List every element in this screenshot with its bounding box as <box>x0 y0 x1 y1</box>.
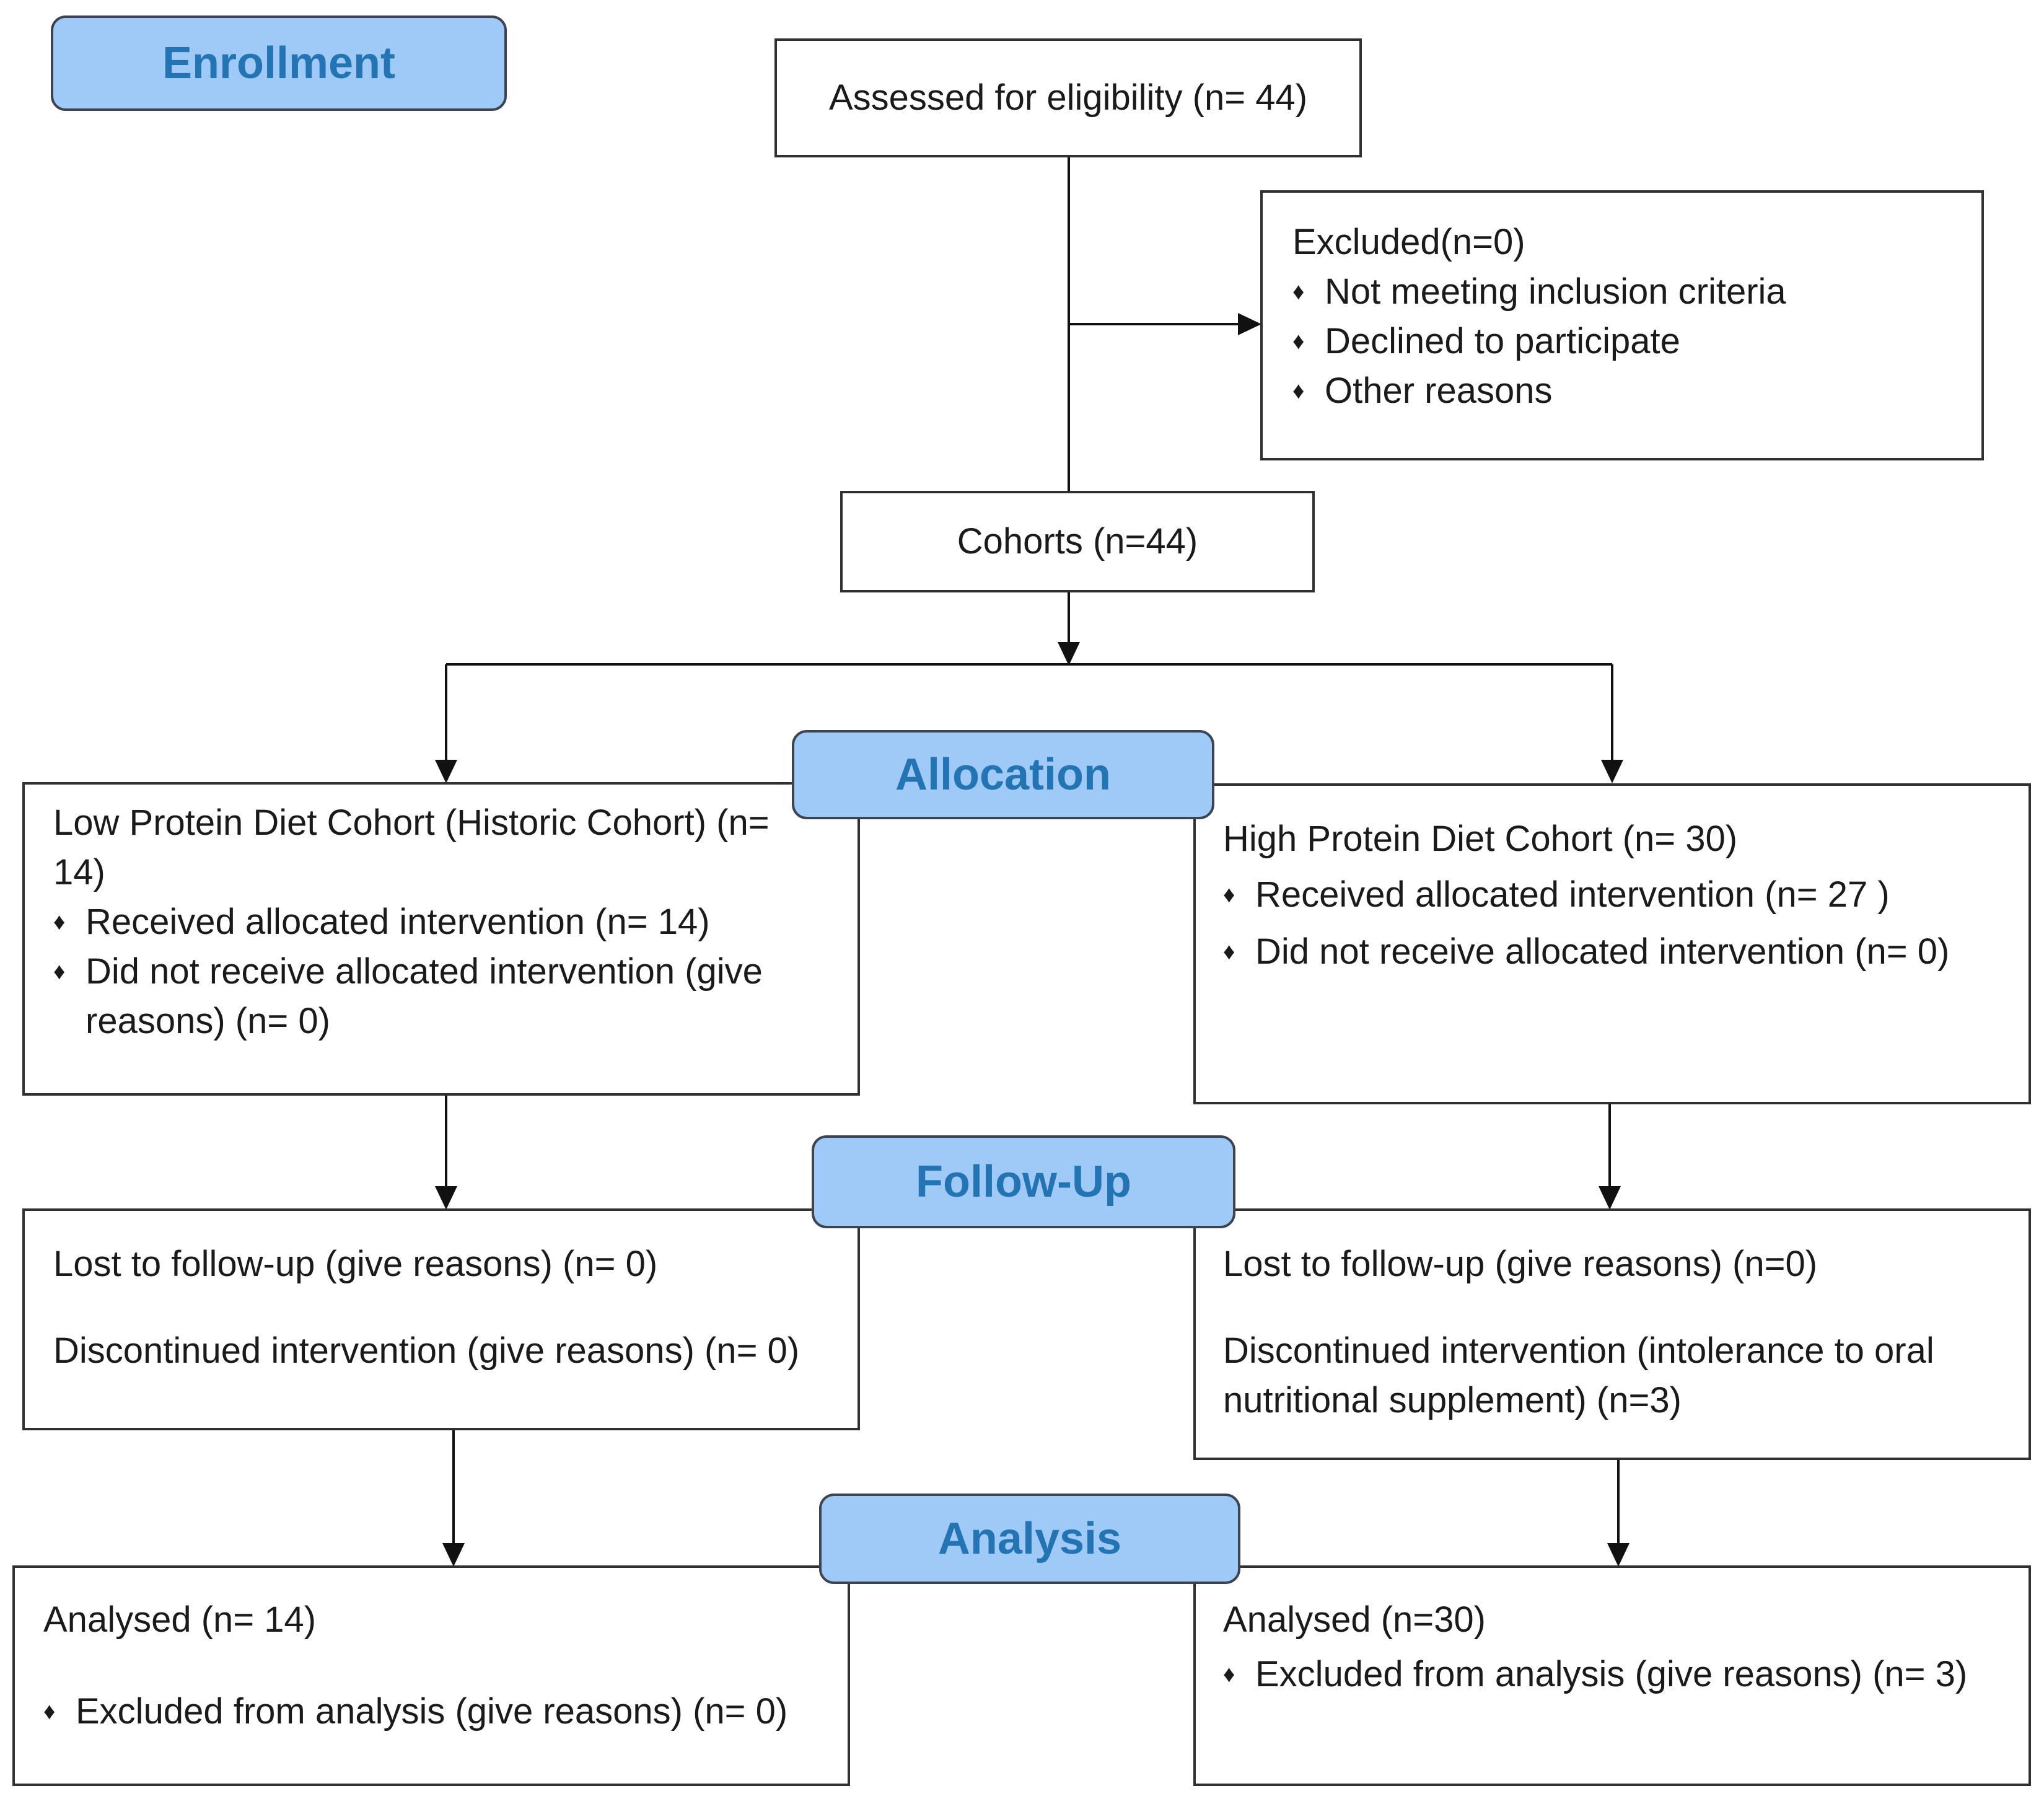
stage-label-text: Analysis <box>937 1514 1122 1564</box>
high-analysis-excluded: Excluded from analysis (give reasons) (n… <box>1255 1654 1968 1694</box>
low-analysis-analysed: Analysed (n= 14) <box>43 1599 317 1640</box>
list-item: ♦ Declined to participate <box>1292 317 1981 366</box>
high-followup-lost: Lost to follow-up (give reasons) (n=0) <box>1223 1244 1818 1284</box>
low-protein-box: Low Protein Diet Cohort (Historic Cohort… <box>22 782 860 1096</box>
cohorts-text: Cohorts (n=44) <box>957 521 1198 561</box>
excluded-box: Excluded(n=0) ♦ Not meeting inclusion cr… <box>1260 190 1984 460</box>
stage-label-follow-up: Follow-Up <box>812 1135 1235 1228</box>
low-followup-discontinued: Discontinued intervention (give reasons)… <box>53 1331 800 1371</box>
excluded-item: Declined to participate <box>1325 321 1680 361</box>
low-analysis-excluded: Excluded from analysis (give reasons) (n… <box>76 1691 788 1731</box>
cohorts-box: Cohorts (n=44) <box>840 491 1315 592</box>
list-item: ♦ Excluded from analysis (give reasons) … <box>43 1687 848 1736</box>
low-followup-lost: Lost to follow-up (give reasons) (n= 0) <box>53 1244 658 1284</box>
high-analysis-box: Analysed (n=30) ♦ Excluded from analysis… <box>1193 1565 2031 1786</box>
low-analysis-box: Analysed (n= 14) ♦ Excluded from analysi… <box>12 1565 850 1786</box>
arrow-to-excluded <box>1238 313 1261 335</box>
low-protein-title: Low Protein Diet Cohort (Historic Cohort… <box>53 803 770 892</box>
list-item: ♦ Excluded from analysis (give reasons) … <box>1223 1650 2029 1699</box>
list-item: ♦ Did not receive allocated intervention… <box>1223 927 2029 977</box>
diamond-bullet-icon: ♦ <box>53 959 66 985</box>
diamond-bullet-icon: ♦ <box>1223 1661 1235 1687</box>
high-followup-discontinued: Discontinued intervention (intolerance t… <box>1223 1331 1934 1420</box>
stage-label-text: Follow-Up <box>916 1157 1131 1207</box>
list-item: ♦ Did not receive allocated intervention… <box>53 947 789 1046</box>
list-item: ♦ Received allocated intervention (n= 27… <box>1223 870 2029 920</box>
assessed-box: Assessed for eligibility (n= 44) <box>774 38 1362 157</box>
arrow-to-low-followup <box>435 1186 457 1210</box>
stage-label-text: Allocation <box>895 750 1111 799</box>
stage-label-analysis: Analysis <box>819 1494 1240 1584</box>
list-item: ♦ Not meeting inclusion criteria <box>1292 267 1981 317</box>
high-protein-title: High Protein Diet Cohort (n= 30) <box>1223 819 1738 859</box>
excluded-item: Not meeting inclusion criteria <box>1325 271 1786 312</box>
list-item: ♦ Other reasons <box>1292 366 1981 416</box>
diamond-bullet-icon: ♦ <box>1223 939 1235 965</box>
high-protein-item: Did not receive allocated intervention (… <box>1255 931 1950 972</box>
excluded-title: Excluded(n=0) <box>1292 222 1525 262</box>
assessed-text: Assessed for eligibility (n= 44) <box>828 77 1308 118</box>
stage-label-allocation: Allocation <box>792 730 1214 819</box>
diamond-bullet-icon: ♦ <box>43 1699 56 1725</box>
low-protein-item: Did not receive allocated intervention (… <box>86 951 763 1041</box>
high-followup-box: Lost to follow-up (give reasons) (n=0) D… <box>1193 1208 2031 1460</box>
stage-label-enrollment: Enrollment <box>51 15 507 111</box>
stage-label-text: Enrollment <box>162 38 396 88</box>
diamond-bullet-icon: ♦ <box>1292 279 1305 305</box>
arrow-cohorts-split <box>1058 642 1080 666</box>
arrow-to-high-analysis <box>1607 1543 1629 1567</box>
arrow-to-high-followup <box>1599 1186 1621 1210</box>
low-protein-item: Received allocated intervention (n= 14) <box>86 902 710 942</box>
excluded-item: Other reasons <box>1325 371 1553 411</box>
low-followup-box: Lost to follow-up (give reasons) (n= 0) … <box>22 1208 860 1430</box>
diamond-bullet-icon: ♦ <box>1292 378 1305 404</box>
arrow-to-high-protein <box>1601 760 1623 783</box>
arrow-to-low-analysis <box>442 1543 465 1567</box>
diamond-bullet-icon: ♦ <box>53 909 66 935</box>
arrow-to-low-protein <box>435 760 457 783</box>
diamond-bullet-icon: ♦ <box>1292 328 1305 354</box>
diamond-bullet-icon: ♦ <box>1223 882 1235 908</box>
high-protein-box: High Protein Diet Cohort (n= 30) ♦ Recei… <box>1193 783 2031 1104</box>
high-analysis-analysed: Analysed (n=30) <box>1223 1599 1486 1640</box>
high-protein-item: Received allocated intervention (n= 27 ) <box>1255 874 1890 915</box>
list-item: ♦ Received allocated intervention (n= 14… <box>53 897 789 947</box>
